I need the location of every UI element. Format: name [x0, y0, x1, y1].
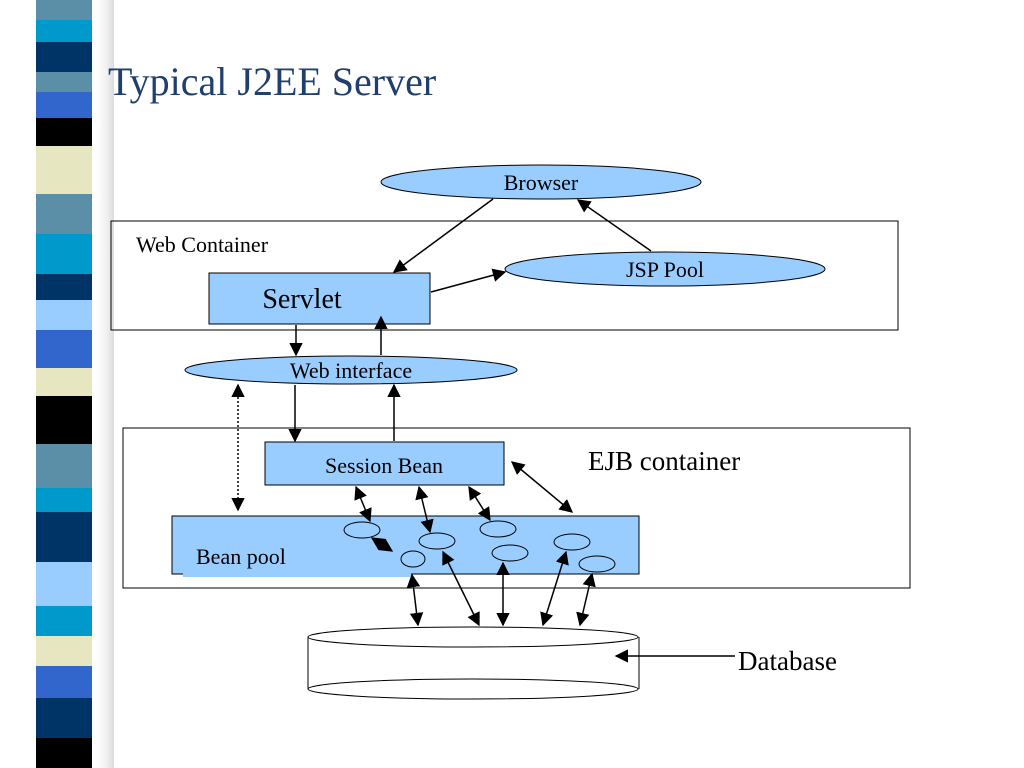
bean-instance — [400, 550, 426, 568]
arrow-session-bean — [354, 485, 372, 523]
bean-instance — [553, 533, 591, 551]
arrow-bean-database — [406, 573, 424, 627]
arrow-jsp-to-browser — [576, 199, 652, 252]
database-node — [307, 678, 639, 700]
arrow-session-bean — [415, 485, 434, 534]
decorative-stripe — [36, 0, 114, 768]
connector-arrows — [231, 198, 735, 663]
jsp-pool-label: JSP Pool — [626, 257, 704, 282]
ejb-container-label: EJB container — [588, 446, 740, 476]
arrow-bean-database — [442, 550, 480, 627]
arrow-session-ejb — [510, 461, 574, 513]
bean-instance — [343, 521, 381, 539]
web-container-box — [110, 220, 899, 331]
bean-instance — [479, 520, 517, 538]
arrow-browser-to-servlet — [392, 198, 494, 273]
web-interface-node — [184, 355, 518, 385]
arrow-session-bean — [468, 485, 491, 522]
slide-title: Typical J2EE Server — [108, 59, 437, 104]
bean-instance — [578, 555, 616, 573]
servlet-label: Servlet — [262, 284, 342, 315]
arrow-servlet-to-jsp — [430, 268, 507, 293]
bean-pool-label: Bean pool — [196, 544, 286, 569]
web-interface-label: Web interface — [290, 358, 412, 383]
ejb-container-box — [122, 427, 911, 589]
bean-instance — [491, 544, 529, 562]
web-container-label: Web Container — [136, 232, 269, 257]
session-bean-node — [264, 441, 505, 486]
browser-node — [380, 164, 702, 200]
session-bean-label: Session Bean — [325, 453, 443, 478]
arrow-bean-database — [540, 550, 569, 627]
arrow-bean-database — [576, 572, 596, 627]
servlet-node — [208, 272, 431, 325]
browser-label: Browser — [504, 170, 579, 195]
database-label: Database — [738, 646, 837, 676]
arrow-bean-bean — [370, 537, 394, 552]
database-top — [307, 626, 639, 648]
bean-instance — [418, 532, 456, 550]
